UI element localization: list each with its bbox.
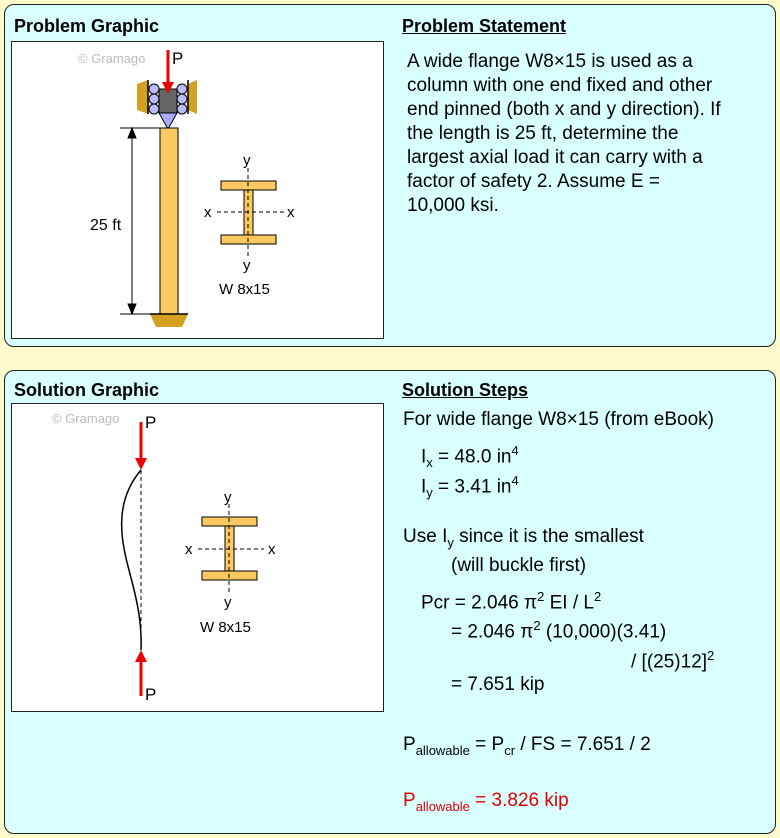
step-source: For wide flange W8×15 (from eBook) (403, 409, 714, 430)
step-buckle: (will buckle first) (451, 555, 587, 576)
statement-line: column with one end fixed and other (407, 75, 713, 96)
problem-graphic: © Gramago P 25 ft y y x x W 8x15 (11, 41, 384, 339)
step-ix: Ix = 48.0 in4 (421, 443, 519, 471)
final-answer: Pallowable = 3.826 kip (403, 790, 569, 814)
load-label-top: P (145, 413, 156, 432)
load-label-bottom: P (145, 685, 156, 704)
axis-y-top: y (224, 489, 232, 506)
axis-x-right: x (268, 541, 276, 558)
solution-graphic-title: Solution Graphic (14, 380, 160, 400)
axis-x-right: x (287, 204, 295, 221)
statement-line: end pinned (both x and y direction). If (407, 99, 721, 120)
length-dimension (120, 126, 160, 316)
wall-left (137, 80, 148, 114)
step-iy: Iy = 3.41 in4 (421, 473, 519, 501)
step-pcr-sub: = 2.046 π2 (10,000)(3.41) (451, 618, 667, 643)
statement-line: 10,000 ksi. (407, 195, 499, 216)
statement-line: largest axial load it can carry with a (407, 147, 703, 168)
column (159, 127, 179, 315)
step-pcr-formula: Pcr = 2.046 π2 EI / L2 (421, 589, 602, 614)
problem-graphic-title: Problem Graphic (14, 16, 160, 36)
step-use-iy: Use Iy since it is the smallest (403, 526, 644, 550)
fixed-base (150, 314, 188, 327)
axis-x-left: x (204, 204, 212, 221)
pin-icon (158, 112, 178, 131)
axis-y-bottom: y (224, 594, 232, 611)
problem-statement-title: Problem Statement (402, 16, 567, 36)
statement-line: factor of safety 2. Assume E = (407, 171, 660, 192)
statement-line: the length is 25 ft, determine the (407, 123, 679, 144)
load-label: P (172, 49, 183, 68)
statement-line: A wide flange W8×15 is used as a (407, 51, 693, 72)
step-allowable: Pallowable = Pcr / FS = 7.651 / 2 (403, 734, 651, 758)
watermark: © Gramago (52, 411, 119, 426)
problem-statement: A wide flange W8×15 is used as a column … (407, 50, 721, 218)
section-label: W 8x15 (200, 619, 251, 636)
axis-x-left: x (185, 541, 193, 558)
buckled-shape (120, 469, 142, 651)
wall-right (188, 80, 197, 114)
rollers (148, 83, 188, 115)
step-pcr-result: = 7.651 kip (451, 674, 545, 695)
axis-y-bottom: y (243, 257, 251, 274)
axis-y-top: y (243, 152, 251, 169)
solution-graphic: © Gramago P P y y x x W 8x15 (11, 403, 384, 712)
watermark: © Gramago (78, 51, 145, 66)
w-section-icon (217, 168, 284, 257)
solution-steps-title: Solution Steps (402, 380, 528, 400)
section-label: W 8x15 (219, 281, 270, 298)
step-pcr-div: / [(25)12]2 (631, 648, 715, 673)
w-section-icon (198, 504, 264, 594)
length-label: 25 ft (90, 217, 122, 234)
